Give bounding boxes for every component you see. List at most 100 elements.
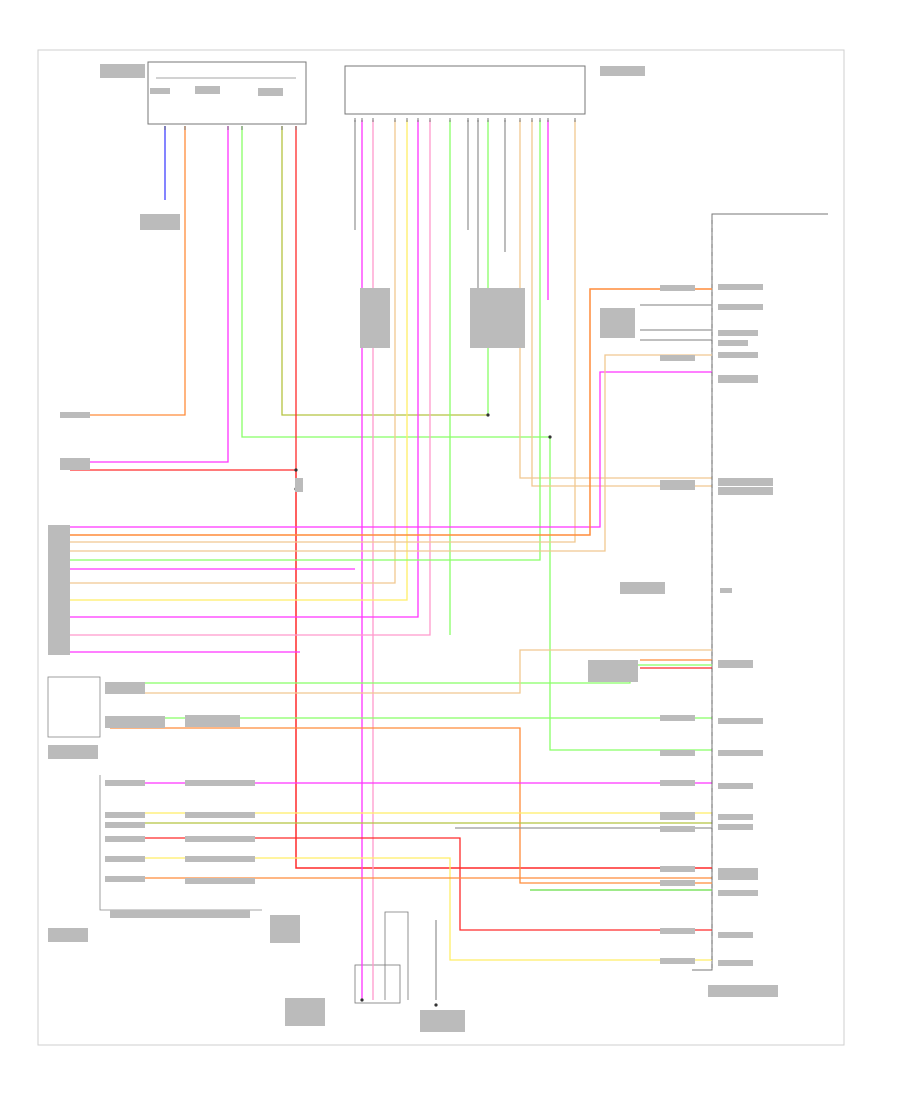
illegible-label: [270, 915, 300, 943]
illegible-label: [360, 288, 390, 348]
wire-tan-mod-3: [531, 120, 712, 487]
illegible-label: [718, 868, 758, 880]
wire-magenta-mod-2: [70, 120, 419, 618]
illegible-label: [718, 330, 758, 336]
illegible-label: [660, 715, 695, 721]
illegible-label: [660, 480, 695, 490]
page-border: [37, 49, 845, 1046]
illegible-label: [718, 304, 763, 310]
wire-orange-top-left: [70, 126, 186, 416]
illegible-label: [105, 812, 145, 818]
bottom-component-box: [354, 964, 401, 1004]
illegible-label: [718, 284, 763, 290]
illegible-label: [185, 715, 240, 727]
illegible-label: [185, 780, 255, 786]
illegible-label: [660, 750, 695, 756]
illegible-label: [48, 525, 70, 655]
illegible-label: [660, 780, 695, 786]
illegible-label: [660, 285, 695, 291]
illegible-label: [660, 812, 695, 820]
illegible-label: [48, 928, 88, 942]
wire-red-main: [295, 470, 712, 869]
bottom-bracket: [384, 911, 409, 1000]
illegible-label: [105, 856, 145, 862]
illegible-label: [285, 998, 325, 1026]
illegible-label: [258, 88, 283, 96]
illegible-label: [295, 478, 303, 492]
splice-dot: [548, 435, 552, 439]
wire-magenta-bundle-1: [70, 371, 712, 528]
right-module-bracket: [692, 213, 828, 971]
wire-orange-seat-2: [110, 727, 712, 884]
wire-tan-mod-4: [70, 120, 576, 543]
illegible-label: [600, 308, 635, 338]
illegible-label: [718, 750, 763, 756]
illegible-label: [150, 88, 170, 94]
wire-green-top: [241, 126, 712, 751]
top-module-box: [344, 65, 586, 115]
illegible-label: [718, 890, 758, 896]
pins: [164, 118, 713, 1007]
illegible-label: [185, 856, 255, 862]
illegible-label: [660, 826, 695, 832]
illegible-label: [718, 487, 773, 495]
top-switch-box: [147, 61, 307, 125]
illegible-label: [140, 214, 180, 230]
illegible-label: [420, 1010, 465, 1032]
wire-orange-bundle-1: [70, 288, 712, 536]
illegible-label: [470, 288, 525, 348]
illegible-label: [185, 836, 255, 842]
wire-tan-mod-2: [519, 120, 712, 479]
illegible-label: [185, 878, 255, 884]
illegible-label: [105, 836, 145, 842]
splice-dot: [486, 413, 490, 417]
wire-pink-mod-2: [70, 120, 431, 636]
illegible-label: [660, 355, 695, 361]
wire-red-lumbar-2: [110, 837, 712, 931]
illegible-label: [718, 783, 753, 789]
illegible-label: [660, 958, 695, 964]
illegible-label: [718, 814, 753, 820]
illegible-label: [718, 375, 758, 383]
illegible-label: [660, 928, 695, 934]
illegible-label: [718, 340, 748, 346]
wire-red-top: [70, 126, 297, 471]
illegible-label: [105, 876, 145, 882]
wire-olive-top: [281, 126, 488, 416]
illegible-label: [185, 812, 255, 818]
illegible-label: [195, 86, 220, 94]
illegible-label: [718, 660, 753, 668]
wire-tan-seat-1: [110, 649, 712, 694]
illegible-label: [48, 745, 98, 759]
wire-yellow-lumbar-2: [110, 857, 712, 961]
illegible-label: [708, 985, 778, 997]
splice-dot: [360, 998, 364, 1002]
illegible-label: [105, 682, 145, 694]
illegible-label: [105, 822, 145, 828]
illegible-label: [105, 716, 165, 728]
splice-dot: [434, 1003, 438, 1007]
labels: [48, 64, 778, 1032]
illegible-label: [718, 478, 773, 486]
illegible-label: [60, 458, 90, 470]
illegible-label: [60, 412, 90, 418]
wire-yellow-mod-1: [70, 120, 408, 601]
wire-tan-mod-1: [70, 120, 396, 584]
wire-green-mod-3: [70, 120, 541, 561]
illegible-label: [600, 66, 645, 76]
illegible-label: [720, 588, 732, 593]
illegible-label: [100, 64, 145, 78]
illegible-label: [110, 910, 250, 918]
wire-tan-bundle-1: [70, 354, 712, 552]
illegible-label: [588, 660, 638, 682]
lumbar-bracket: [99, 775, 262, 911]
seat-switch-box: [47, 676, 101, 738]
illegible-label: [718, 960, 753, 966]
illegible-label: [718, 718, 763, 724]
wires: [70, 120, 712, 1000]
illegible-label: [718, 824, 753, 830]
illegible-label: [718, 352, 758, 358]
illegible-label: [105, 780, 145, 786]
